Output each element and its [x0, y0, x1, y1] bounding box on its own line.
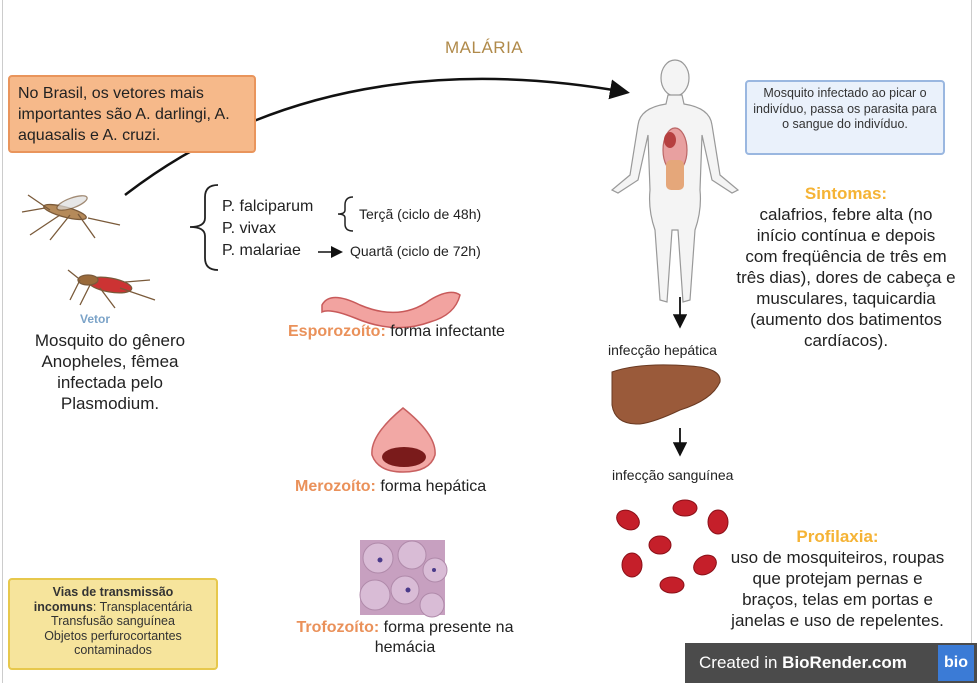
stage-desc: forma infectante — [385, 323, 505, 340]
species-brace — [189, 184, 219, 271]
hepatic-label: infecção hepática — [608, 342, 717, 358]
banner-brand: BioRender.com — [782, 653, 907, 672]
transmission-line: contaminados — [74, 643, 152, 657]
mosquito-fed-icon — [67, 269, 156, 309]
prophylaxis-section: Profilaxia: uso de mosquiteiros, roupas … — [715, 526, 960, 631]
transmission-line: : Transplacentária — [92, 599, 193, 614]
species-list: P. falciparum P. vivax P. malariae — [222, 196, 313, 262]
vector-line: infectada pelo — [57, 373, 163, 392]
transmission-bold: incomuns — [33, 599, 93, 614]
biorender-logo: bio — [938, 645, 974, 681]
biorender-banner[interactable]: Created in BioRender.com — [685, 643, 977, 683]
symptoms-line: musculares, taquicardia — [756, 289, 936, 308]
vector-description: Mosquito do gênero Anopheles, fêmea infe… — [20, 330, 200, 414]
trophozoite-image — [359, 540, 448, 618]
red-blood-cells-icon — [616, 499, 729, 594]
symptoms-title: Sintomas: — [804, 184, 888, 203]
prophylaxis-line: janelas e uso de repelentes. — [731, 611, 944, 630]
transmission-box: Vias de transmissão incomuns: Transplace… — [8, 578, 218, 670]
vector-line: Plasmodium. — [60, 394, 160, 413]
symptoms-line: início contínua e depois — [756, 226, 936, 245]
transmission-line: Transfusão sanguínea — [51, 614, 175, 628]
vectors-info-box: No Brasil, os vetores mais importantes s… — [8, 75, 256, 153]
stage-name: Trofozoíto: — [296, 619, 380, 636]
quarta-cycle: Quartã (ciclo de 72h) — [350, 243, 481, 259]
prophylaxis-line: braços, telas em portas e — [742, 590, 933, 609]
terca-cycle: Terçã (ciclo de 48h) — [359, 206, 482, 222]
merozoite-icon — [371, 407, 436, 473]
vector-label: Vetor — [80, 312, 111, 326]
vector-line: Mosquito do gênero — [34, 331, 186, 350]
page-title: MALÁRIA — [445, 38, 524, 57]
blood-label: infecção sanguínea — [612, 467, 734, 483]
infection-info-box: Mosquito infectado ao picar o indivíduo,… — [745, 80, 945, 155]
trophozoite-label: Trofozoíto: forma presente na hemácia — [275, 618, 535, 658]
symptoms-line: com freqüência de três em — [745, 247, 947, 266]
vector-line: Anopheles, fêmea — [41, 352, 179, 371]
symptoms-line: cardíacos). — [803, 331, 889, 350]
symptoms-line: (aumento dos batimentos — [750, 310, 942, 329]
merozoite-label: Merozoíto: forma hepática — [295, 478, 486, 496]
symptoms-section: Sintomas: calafrios, febre alta (no iníc… — [730, 183, 962, 351]
human-body-icon — [610, 59, 740, 303]
sporozoite-label: Esporozoíto: forma infectante — [288, 323, 505, 341]
transmission-title: Vias de transmissão — [52, 585, 174, 599]
banner-prefix: Created in — [699, 653, 783, 672]
symptoms-line: calafrios, febre alta (no — [759, 205, 933, 224]
liver-icon — [611, 364, 721, 425]
mosquito-icon — [21, 194, 121, 241]
cycle-brace — [337, 196, 354, 232]
species-item: P. falciparum — [222, 198, 314, 215]
stage-desc: forma presente na — [379, 619, 514, 636]
prophylaxis-title: Profilaxia: — [796, 527, 879, 546]
sporozoite-icon — [321, 291, 461, 329]
species-item: P. malariae — [222, 242, 301, 259]
symptoms-line: três dias), dores de cabeça e — [736, 268, 956, 287]
stage-desc: forma hepática — [375, 478, 487, 495]
stage-desc: hemácia — [374, 639, 436, 656]
species-item: P. vivax — [222, 220, 276, 237]
prophylaxis-line: uso de mosquiteiros, roupas — [730, 548, 945, 567]
stage-name: Esporozoíto: — [288, 323, 386, 340]
stage-name: Merozoíto: — [295, 478, 376, 495]
transmission-line: Objetos perfurocortantes — [44, 628, 182, 643]
prophylaxis-line: que protejam pernas e — [752, 569, 923, 588]
